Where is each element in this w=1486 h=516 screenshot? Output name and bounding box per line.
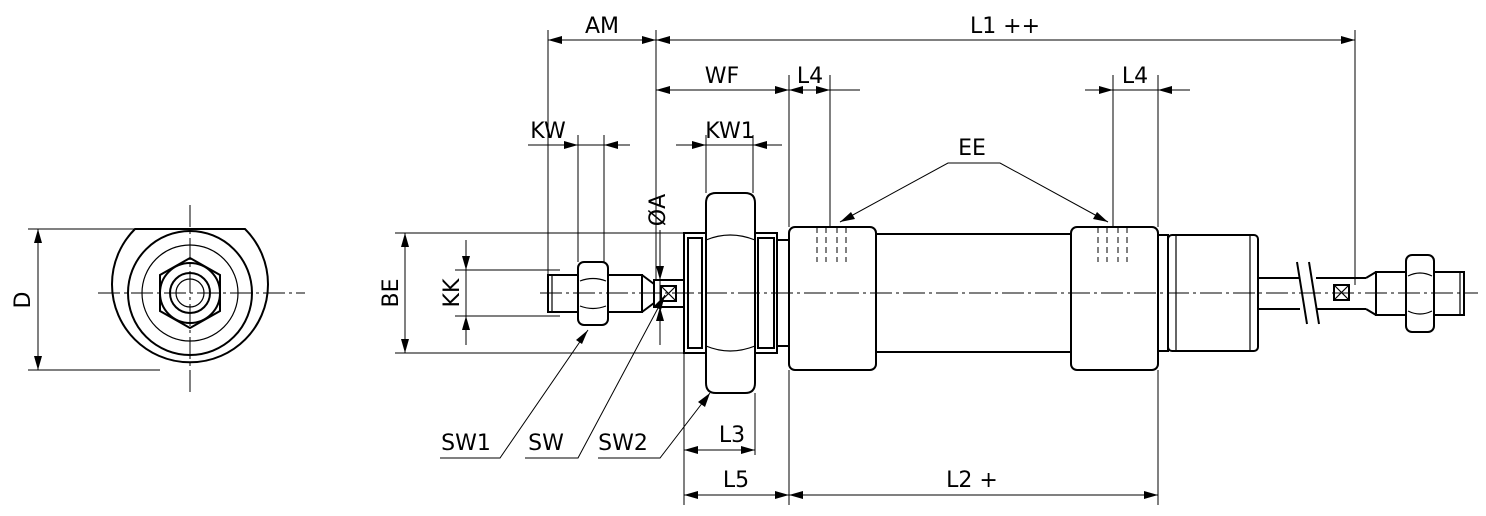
dim-label-kw1: KW1 [705, 119, 754, 144]
dim-label-kw: KW [530, 119, 566, 144]
leader-label-sw: SW [528, 431, 564, 456]
dim-label-l4-right: L4 [1122, 64, 1148, 89]
side-view: AM L1 ++ WF L4 L4 KW KW1 EE [379, 14, 1478, 505]
leader-label-sw2: SW2 [598, 431, 648, 456]
dim-label-l1: L1 ++ [970, 14, 1040, 39]
dim-label-ee: EE [958, 136, 986, 161]
dim-label-wf: WF [705, 64, 739, 89]
dim-label-l4-left: L4 [797, 64, 823, 89]
dim-label-d: D [11, 292, 36, 309]
dim-label-l2: L2 + [946, 468, 998, 493]
leader-label-sw1: SW1 [441, 431, 491, 456]
dim-label-kk: KK [440, 278, 465, 307]
dim-label-phi-a: ØA [646, 194, 671, 226]
dim-label-am: AM [585, 14, 619, 39]
dim-label-be: BE [379, 279, 404, 308]
end-view: D [11, 205, 305, 395]
dim-label-l3: L3 [719, 423, 745, 448]
dim-label-l5: L5 [723, 468, 749, 493]
